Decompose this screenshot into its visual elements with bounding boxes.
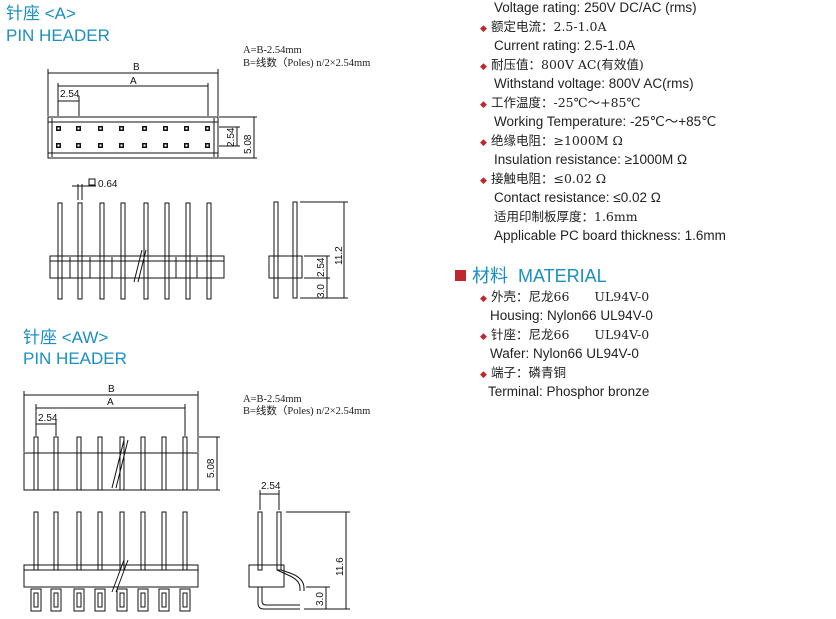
bullet-icon: ◆ [480,100,487,110]
formula-a-line2: B=线数（Poles) n/2×2.54mm [243,58,371,69]
spec-board-en: Applicable PC board thickness: 1.6mm [494,228,726,243]
a-front-view [49,178,225,300]
a-dim-height: 11.2 [334,246,345,265]
formula-aw-line2: B=线数（Poles) n/2×2.54mm [243,406,371,417]
formula-aw-line1: A=B-2.54mm [243,394,302,405]
spec-list: Voltage rating: 250V DC/AC (rms) ◆额定电流：2… [480,0,830,245]
aw-dim-width: 5.08 [206,458,217,478]
aw-top-view [23,391,220,491]
material-terminal-en: Terminal: Phosphor bronze [488,384,650,399]
a-dim-pin-sq: 0.64 [98,179,118,190]
aw-side-view [248,490,350,610]
material-wafer-cn: ◆针座：尼龙66 UL94V-0 [480,325,830,344]
a-dim-tail: 3.0 [316,284,327,298]
material-housing-en: Housing: Nylon66 UL94V-0 [490,308,653,323]
bullet-icon: ◆ [480,370,487,380]
spec-contact-cn: ◆接触电阻：≤0.02 Ω [480,169,830,188]
a-dim-width: 5.08 [243,134,254,154]
spec-temp-en: Working Temperature: -25℃～+85℃ [494,114,717,129]
a-dim-base: 2.54 [316,257,327,277]
header-a-title-cn: 针座 <A> [6,4,76,23]
a-dim-pitch: 2.54 [60,89,80,100]
bullet-icon: ◆ [480,332,487,342]
a-top-view [47,69,257,159]
material-list: ◆外壳：尼龙66 UL94V-0 Housing: Nylon66 UL94V-… [480,287,830,401]
header-aw-title-cn: 针座 <AW> [23,328,109,347]
aw-dim-tail: 3.0 [315,592,326,606]
spec-current-cn: ◆额定电流：2.5-1.0A [480,17,830,36]
bullet-icon: ◆ [480,176,487,186]
spec-board-cn: 适用印制板厚度：1.6mm [494,209,638,224]
square-icon [455,270,466,281]
spec-withstand-en: Withstand voltage: 800V AC(rms) [494,76,694,91]
material-housing-cn: ◆外壳：尼龙66 UL94V-0 [480,287,830,306]
spec-insulation-cn: ◆绝缘电阻：≥1000M Ω [480,131,830,150]
aw-dim-height: 11.6 [335,557,346,576]
aw-front-view [23,511,199,612]
a-dim-b: B [133,62,140,73]
bullet-icon: ◆ [480,138,487,148]
spec-withstand-cn: ◆耐压值：800V AC(有效值) [480,55,830,74]
aw-dim-side-pitch: 2.54 [261,481,281,492]
bullet-icon: ◆ [480,24,487,34]
a-dim-a: A [130,76,137,87]
header-aw-title-en: PIN HEADER [23,349,127,368]
spec-contact-en: Contact resistance: ≤0.02 Ω [494,190,661,205]
formula-a-line1: A=B-2.54mm [243,45,302,56]
spec-current-en: Current rating: 2.5-1.0A [494,38,636,53]
material-terminal-cn: ◆端子：磷青铜 [480,363,830,382]
bullet-icon: ◆ [480,294,487,304]
a-side-view [268,201,348,299]
aw-dim-b: B [108,384,115,395]
bullet-icon: ◆ [480,62,487,72]
material-wafer-en: Wafer: Nylon66 UL94V-0 [490,346,639,361]
aw-dim-pitch: 2.54 [38,413,58,424]
header-a-title-en: PIN HEADER [6,26,110,45]
spec-insulation-en: Insulation resistance: ≥1000M Ω [494,152,688,167]
material-title: 材料 MATERIAL [455,262,607,288]
aw-dim-a: A [107,397,114,408]
a-dim-row-pitch: 2.54 [226,127,237,147]
spec-voltage-en: Voltage rating: 250V DC/AC (rms) [494,0,697,15]
spec-temp-cn: ◆工作温度：-25℃～+85℃ [480,93,830,112]
